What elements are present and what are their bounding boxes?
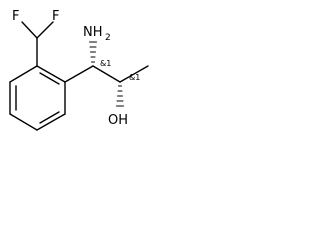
bond-f-left [21,21,38,39]
atom-hydroxyl: OH [108,113,128,128]
bond-f-right [36,21,54,39]
stereo-label-c1: &1 [100,59,111,68]
bond-ring-c1 [64,65,94,83]
hashed-wedge-amine [89,41,97,63]
ring-double-bond-1 [39,72,60,85]
ring-bond-1 [36,65,66,83]
atom-f-left: F [12,9,19,24]
atom-f-right: F [52,9,59,24]
ring-bond-6 [9,65,38,83]
bond-c1-c2 [92,65,121,83]
molecule-structure: F F NH 2 OH &1 &1 [9,9,149,131]
atom-amine-subscript: 2 [105,33,111,43]
ring-bond-4 [9,113,38,131]
atom-amine: NH [83,25,103,40]
ring-double-bond-2 [39,111,60,124]
hashed-wedge-hydroxyl [116,85,124,107]
stereo-label-c2: &1 [129,73,140,82]
ring-bond-3 [36,113,66,131]
bond-c2-methyl [119,65,149,83]
